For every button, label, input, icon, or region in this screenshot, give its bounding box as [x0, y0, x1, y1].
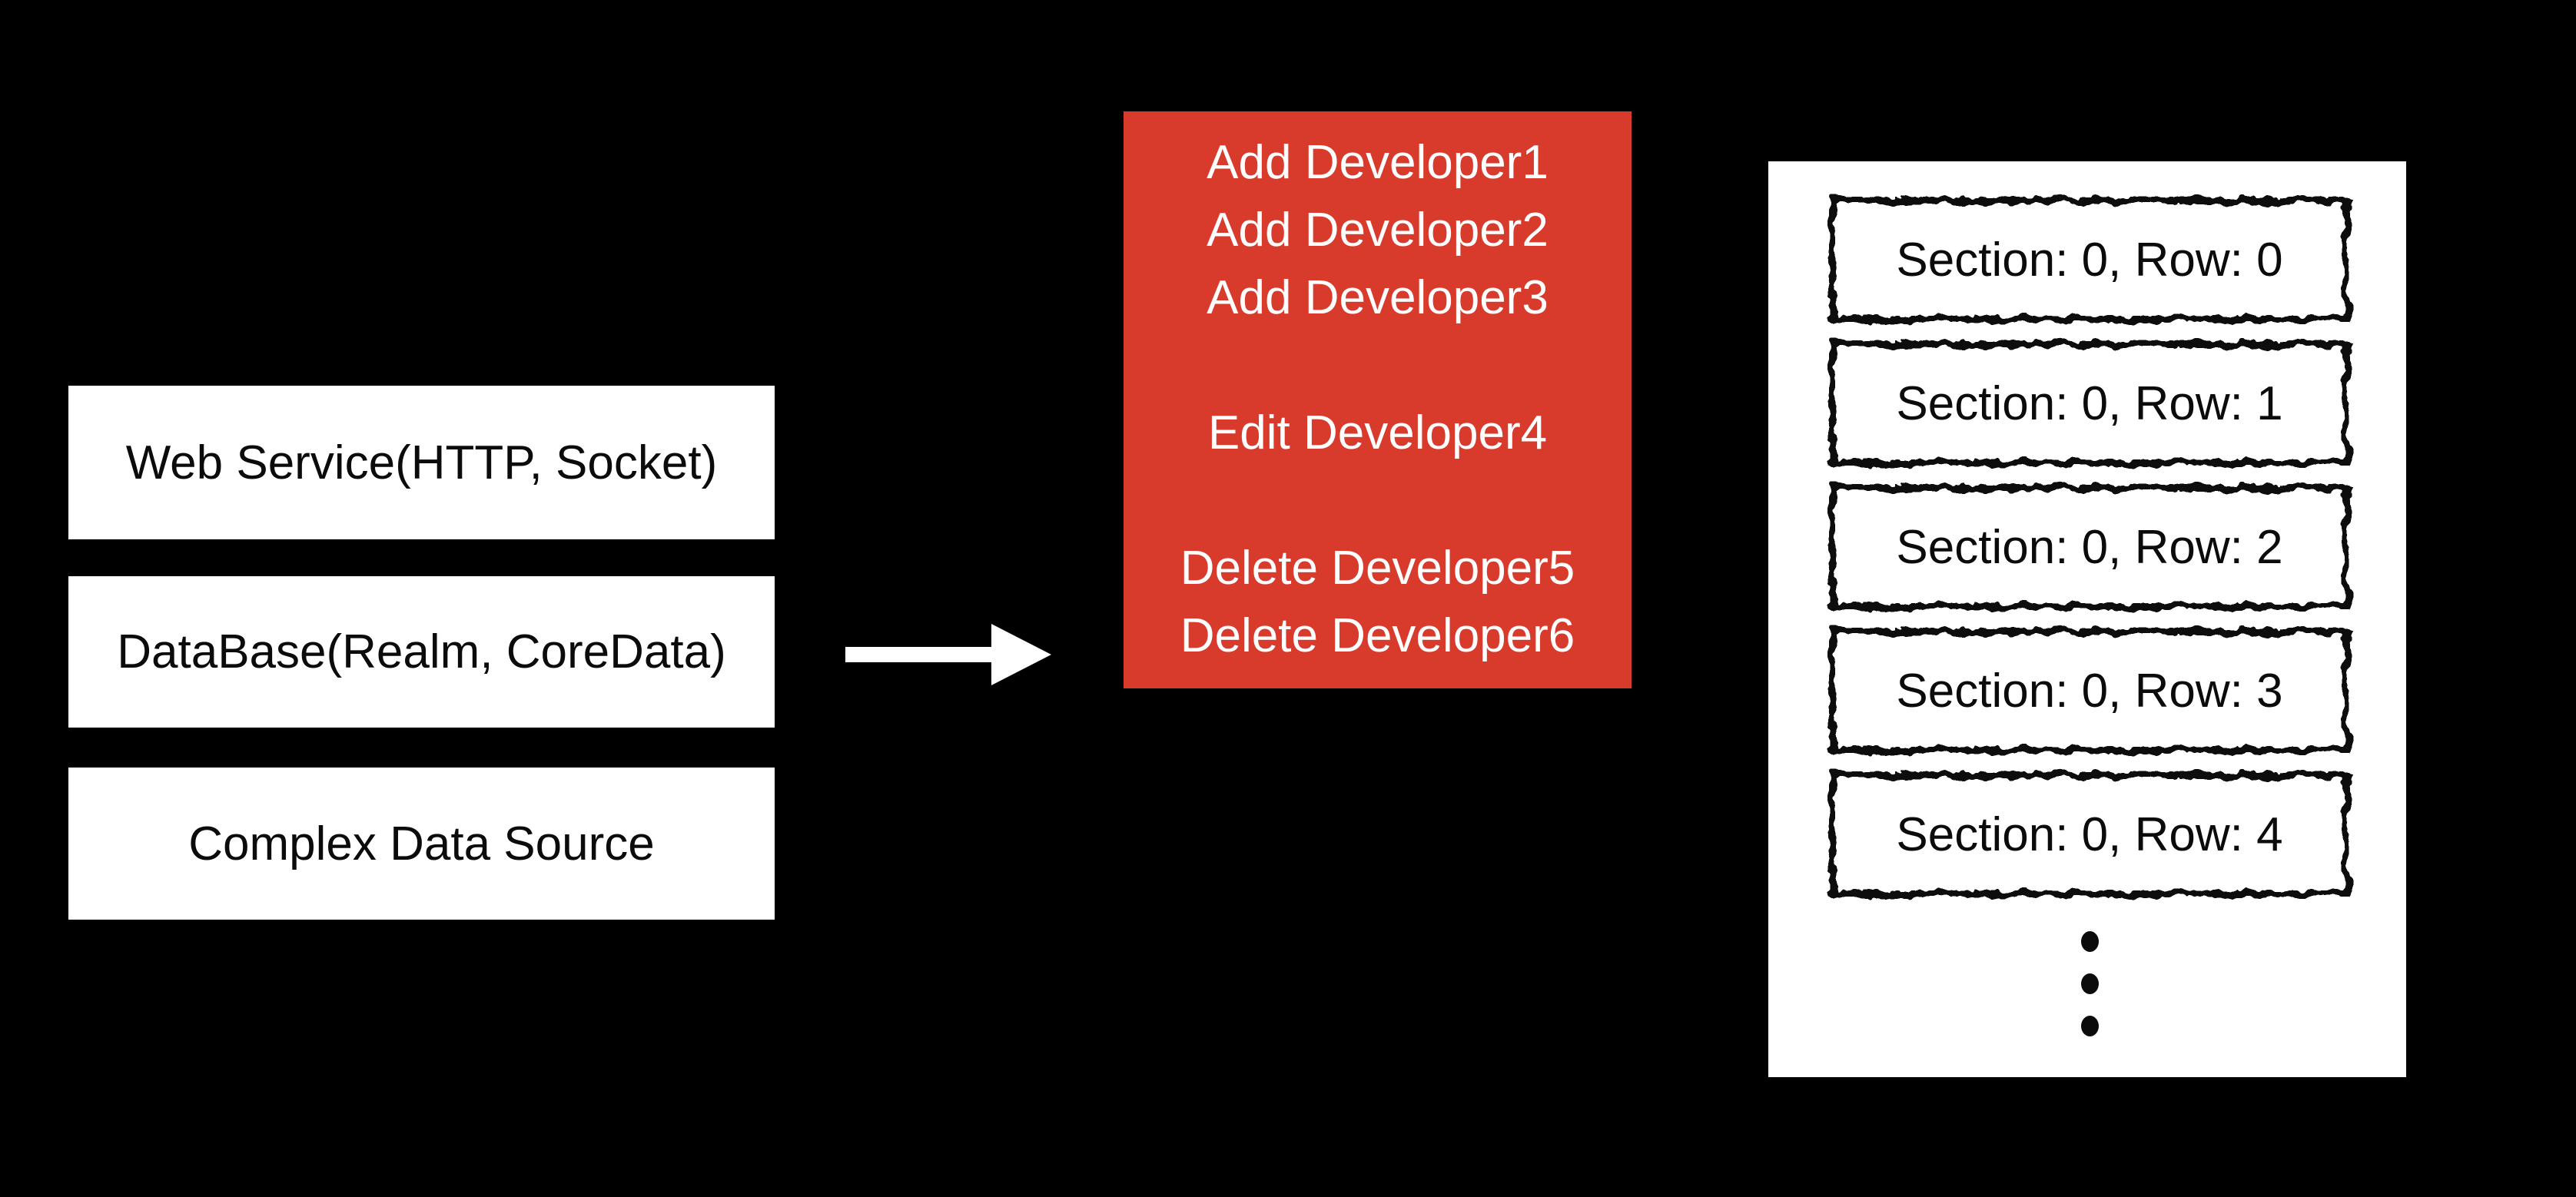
table-row-label: Section: 0, Row: 1 [1896, 376, 2283, 430]
data-source-label: Complex Data Source [188, 817, 655, 870]
ellipsis-dots [1827, 931, 2352, 1036]
operation-line: Add Developer2 [1207, 204, 1549, 257]
operation-line [1124, 467, 1632, 535]
table-row-label: Section: 0, Row: 0 [1896, 233, 2283, 287]
flow-arrow-shape [845, 624, 1051, 685]
data-source-box: Complex Data Source [68, 768, 775, 920]
operation-line: Delete Developer6 [1180, 609, 1575, 662]
operation-line: Add Developer3 [1207, 271, 1549, 324]
ellipsis-dot [2080, 931, 2099, 952]
table-row: Section: 0, Row: 3 [1827, 626, 2352, 755]
table-row-label: Section: 0, Row: 4 [1896, 807, 2283, 861]
operation-line [1124, 332, 1632, 400]
operation-line: Add Developer1 [1207, 136, 1549, 189]
table-row-label: Section: 0, Row: 3 [1896, 664, 2283, 718]
flow-arrow-icon [845, 624, 1051, 685]
ellipsis-dot [2080, 973, 2099, 994]
data-source-box: DataBase(Realm, CoreData) [68, 576, 775, 728]
table-row: Section: 0, Row: 1 [1827, 339, 2352, 468]
ellipsis-dot [2080, 1016, 2099, 1036]
table-view-rows: Section: 0, Row: 0 Section: 0, Row: 1 Se… [1827, 195, 2352, 899]
table-row: Section: 0, Row: 0 [1827, 195, 2352, 324]
table-row-label: Section: 0, Row: 2 [1896, 520, 2283, 574]
data-source-label: DataBase(Realm, CoreData) [117, 625, 726, 678]
table-row: Section: 0, Row: 4 [1827, 770, 2352, 899]
table-view-panel: Section: 0, Row: 0 Section: 0, Row: 1 Se… [1768, 161, 2406, 1077]
data-source-label: Web Service(HTTP, Socket) [125, 436, 718, 489]
data-source-box: Web Service(HTTP, Socket) [68, 386, 775, 539]
table-row: Section: 0, Row: 2 [1827, 482, 2352, 612]
operation-line: Edit Developer4 [1207, 406, 1548, 459]
operation-line: Delete Developer5 [1180, 542, 1575, 595]
